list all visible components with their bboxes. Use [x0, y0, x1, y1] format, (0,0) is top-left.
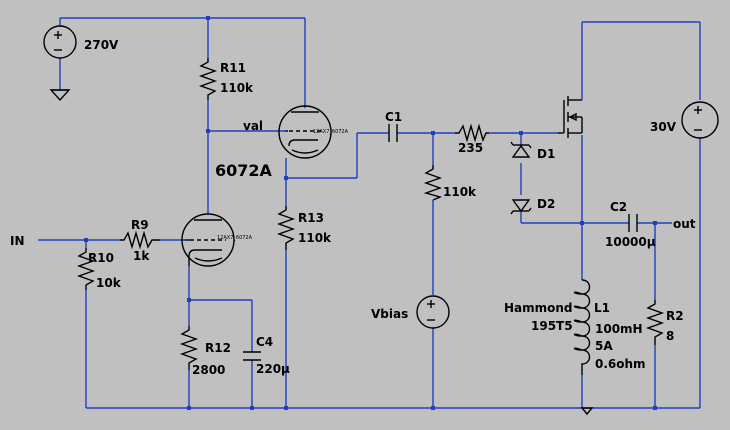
resistor-r9[interactable] [120, 230, 160, 250]
resistor-r10[interactable] [76, 248, 96, 290]
voltage-source-30v[interactable] [681, 101, 719, 139]
label-r-series-value: 235 [458, 141, 483, 155]
label-30v: 30V [650, 120, 677, 134]
label-d2: D2 [537, 197, 555, 211]
label-l1-current: 5A [595, 339, 613, 353]
label-val-net: val [243, 119, 263, 133]
label-r13: R13 [298, 211, 324, 225]
label-hammond: Hammond [504, 301, 573, 315]
inductor-l1[interactable] [573, 279, 591, 375]
ground-marker-icon [580, 407, 594, 416]
label-c4-value: 220µ [256, 362, 290, 376]
label-r11: R11 [220, 61, 246, 75]
tube-top[interactable] [278, 105, 332, 159]
ground-icon [49, 89, 71, 102]
label-270v: 270V [84, 38, 119, 52]
resistor-r11[interactable] [198, 58, 218, 100]
label-l1-resistance: 0.6ohm [595, 357, 646, 371]
label-vbias: Vbias [371, 307, 408, 321]
label-c4: C4 [256, 335, 273, 349]
label-r11-value: 110k [220, 81, 254, 95]
capacitor-c4[interactable] [243, 351, 261, 361]
voltage-source-vbias[interactable] [416, 295, 450, 329]
label-c2-value: 10000µ [605, 235, 656, 249]
label-r9-value: 1k [133, 249, 150, 263]
voltage-source-270v[interactable] [43, 25, 77, 59]
resistor-bias[interactable] [423, 165, 443, 201]
label-l1-value: 100mH [595, 322, 643, 336]
resistor-r2[interactable] [645, 300, 665, 345]
resistor-r13[interactable] [276, 206, 296, 250]
label-r13-value: 110k [298, 231, 332, 245]
junctions [84, 16, 657, 410]
tube-bottom[interactable] [181, 213, 235, 267]
resistor-235[interactable] [455, 123, 489, 143]
diode-d2[interactable] [510, 199, 532, 215]
label-out: out [673, 217, 696, 231]
label-c1: C1 [385, 110, 402, 124]
label-r12: R12 [205, 341, 231, 355]
label-tube-name: 6072A [215, 161, 273, 180]
label-l1: L1 [594, 301, 610, 315]
label-r2: R2 [666, 309, 684, 323]
label-c2: C2 [610, 200, 627, 214]
label-in: IN [10, 234, 25, 248]
wires [38, 17, 701, 409]
diode-d1[interactable] [510, 141, 532, 158]
label-r-bias-value: 110k [443, 185, 477, 199]
label-tube-bottom-model: 12AX7_6072A [217, 235, 253, 241]
label-r12-value: 2800 [192, 363, 225, 377]
resistor-r12[interactable] [179, 326, 199, 370]
label-r10-value: 10k [96, 276, 122, 290]
label-tube-top-model: 12AX7_6072A [313, 129, 349, 135]
label-r2-value: 8 [666, 329, 674, 343]
label-r10: R10 [88, 251, 114, 265]
capacitor-c1[interactable] [388, 124, 398, 142]
mosfet[interactable] [558, 96, 583, 138]
capacitor-c2[interactable] [628, 214, 638, 232]
label-r9: R9 [131, 218, 149, 232]
label-hammond-model: 195T5 [531, 319, 573, 333]
label-d1: D1 [537, 147, 555, 161]
